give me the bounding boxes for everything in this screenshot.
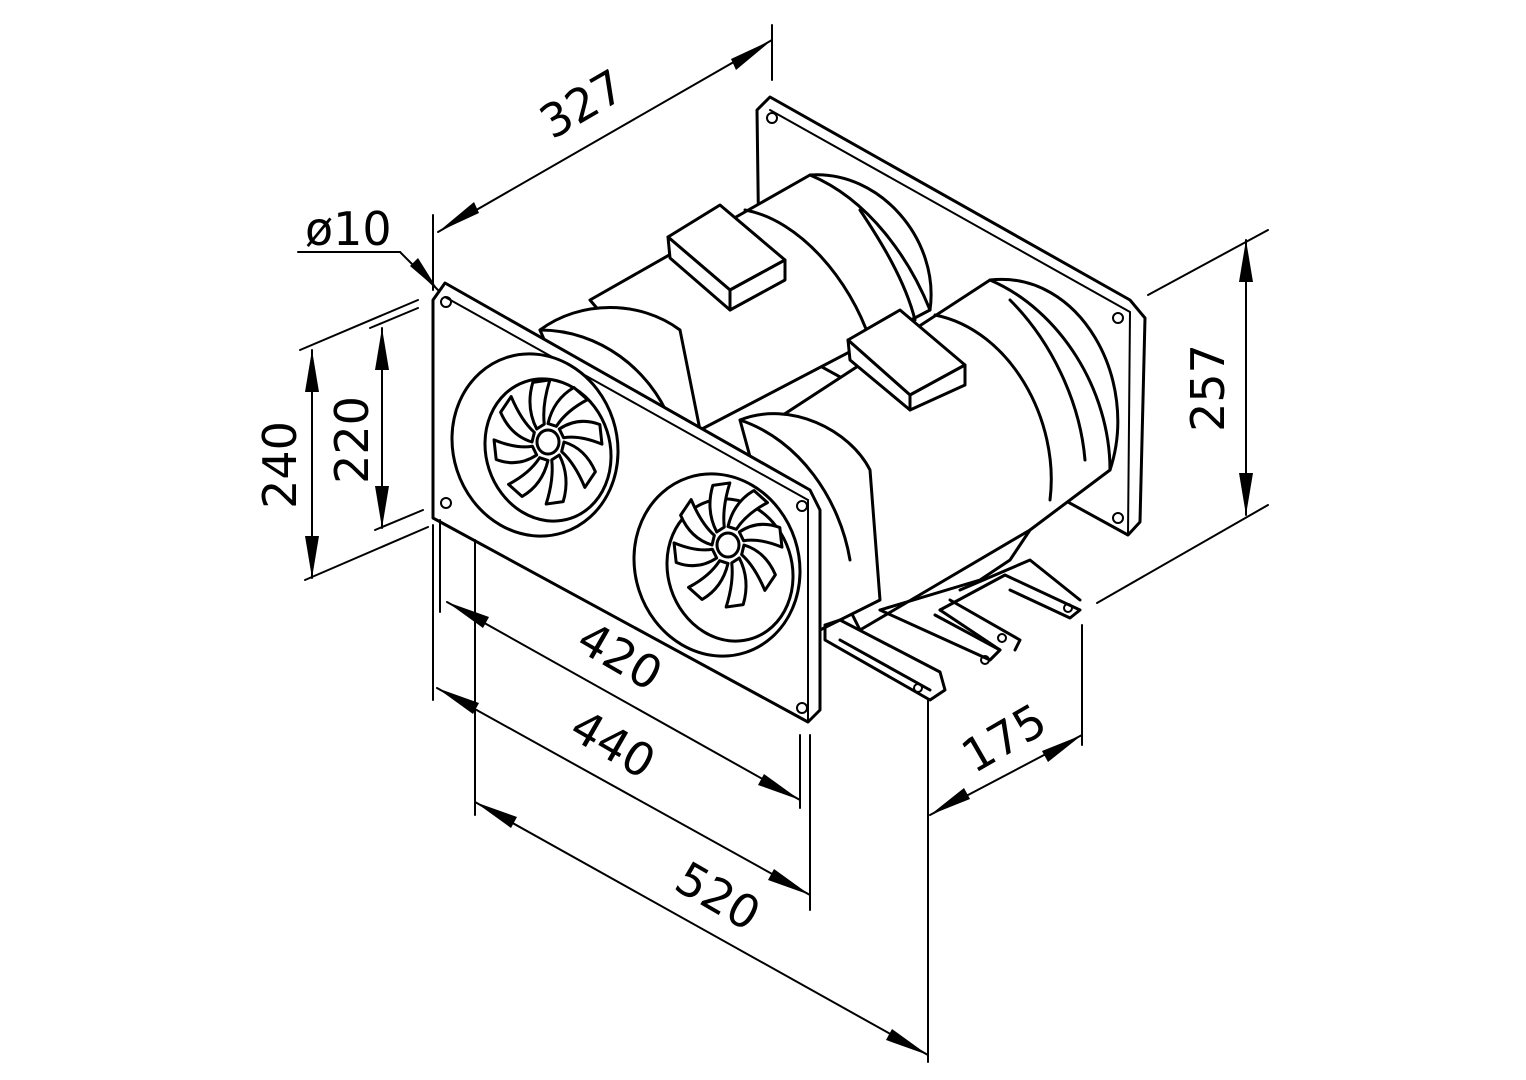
dim-220-label: 220: [325, 396, 379, 484]
dimension-diameter: ø10: [297, 202, 439, 291]
dim-175-label: 175: [952, 693, 1055, 784]
impeller-hub: [535, 428, 561, 456]
mounting-brackets: [823, 558, 1082, 702]
junction-box-front: [846, 308, 967, 412]
impeller-blade: [492, 438, 539, 465]
dimension-220: 220: [325, 307, 424, 531]
dimension-175: 175: [929, 624, 1083, 816]
impeller-blade: [724, 556, 748, 609]
impeller-blade: [679, 498, 716, 547]
impeller-left: [492, 378, 604, 506]
dim-diameter-label: ø10: [305, 202, 392, 256]
impeller-blade: [672, 541, 719, 568]
dimension-240: 240: [253, 299, 429, 581]
impeller-blade: [687, 559, 730, 601]
dim-257-label: 257: [1181, 344, 1235, 432]
impeller-blade: [507, 456, 550, 498]
impeller-blade: [557, 419, 604, 446]
impeller-blade: [544, 453, 568, 506]
dim-327-label: 327: [530, 59, 633, 150]
impeller-blade: [560, 440, 597, 489]
impeller-blade: [740, 543, 777, 592]
impeller-blade: [528, 378, 552, 431]
impeller-blade: [708, 481, 732, 534]
junction-box-rear: [666, 203, 787, 312]
impeller-right: [672, 481, 784, 609]
impeller-blade: [737, 522, 784, 549]
impeller-blade: [726, 489, 769, 531]
dim-440-label: 440: [561, 699, 664, 790]
impeller-blade: [546, 386, 589, 428]
dimension-257: 257: [1096, 229, 1269, 604]
impeller-hub: [715, 531, 741, 559]
dim-240-label: 240: [253, 421, 307, 509]
impeller-blade: [499, 395, 536, 444]
